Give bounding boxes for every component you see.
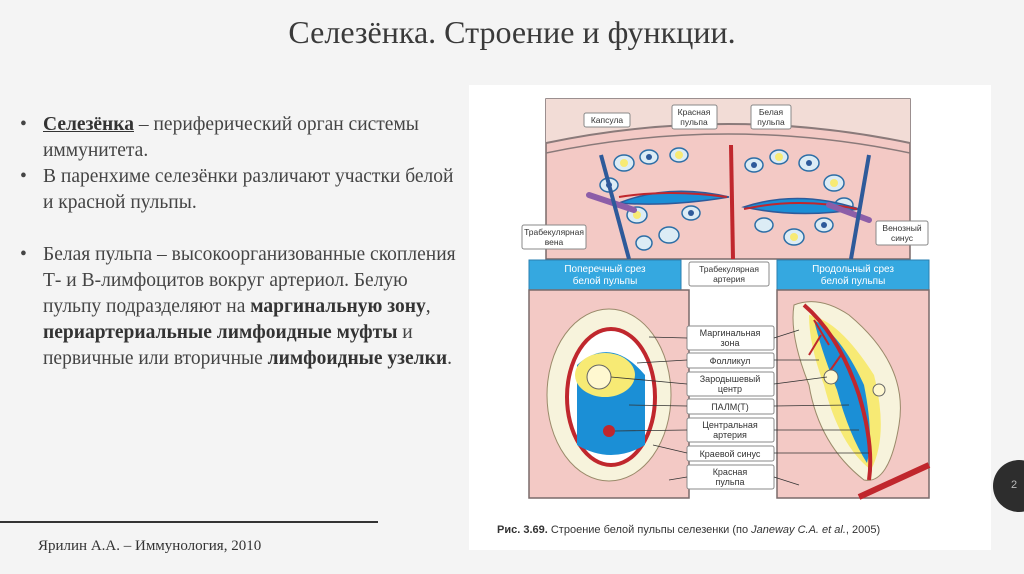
label-red-pulp-b2: пульпа [716,477,745,487]
label-marginal-zone-1: Маргинальная [700,328,761,338]
label-trabecular-artery-1: Трабекулярная [699,264,759,274]
footer-divider [0,521,378,523]
label-longitudinal-section-1: Продольный срез [812,264,894,275]
label-red-pulp-2: пульпа [680,117,708,127]
reference-text: Ярилин А.А. – Иммунология, 2010 [38,538,262,554]
term-palm: периартериальные лимфоидные муфты [43,322,398,343]
label-germinal-center-1: Зародышевый [700,374,760,384]
page-number: 2 [1011,479,1018,491]
label-follicle: Фолликул [710,356,751,366]
label-longitudinal-section-2: белой пульпы [821,275,886,287]
term-lymphoid-nodules: лимфоидные узелки [267,348,448,369]
label-capsule: Капсула [591,115,624,125]
label-white-pulp-1: Белая [759,107,784,117]
label-venous-sinus-2: синус [891,233,914,243]
label-red-pulp-b1: Красная [713,467,748,477]
label-white-pulp-2: пульпа [757,117,785,127]
bullet-parenchyma: В паренхиме селезёнки различают участки … [18,164,468,216]
label-central-artery-2: артерия [713,430,747,440]
label-venous-sinus-1: Венозный [882,223,921,233]
bullet-white-pulp: Белая пульпа – высокоорганизованные скоп… [18,242,468,372]
spleen-diagram: Капсула Красная пульпа Белая пульпа Траб… [521,98,931,500]
label-trabecular-artery-2: артерия [713,274,745,284]
label-marginal-sinus: Краевой синус [700,449,761,459]
label-palm: ПАЛМ(Т) [711,402,749,412]
label-germinal-center-2: центр [718,384,742,394]
label-trabecular-vein-2: вена [545,237,564,247]
longitudinal-section-drawing [792,301,931,500]
label-cross-section-1: Поперечный срез [564,264,646,275]
central-artery-top [729,144,735,259]
spleen-diagram-figure: Капсула Красная пульпа Белая пульпа Траб… [469,85,991,550]
label-cross-section-2: белой пульпы [573,275,638,287]
top-callouts: Капсула Красная пульпа Белая пульпа Траб… [521,104,929,287]
cross-section-header [528,259,682,291]
cross-section-drawing [546,308,672,482]
middle-labels: Маргинальная зона Фолликул Зародышевый ц… [686,325,775,490]
figure-caption: Рис. 3.69. Строение белой пульпы селезен… [497,524,881,536]
capsule-layer [546,99,910,143]
bullet-list: Селезёнка – периферический орган системы… [18,112,468,372]
bullet-spleen: Селезёнка – периферический орган системы… [18,112,468,164]
label-central-artery-1: Центральная [702,420,758,430]
page-number-badge: 2 [993,460,1024,512]
trabecular-vein [586,192,637,213]
label-marginal-zone-2: зона [720,338,739,348]
term-marginal-zone: маргинальную зону [250,296,426,317]
term-spleen: Селезёнка [43,114,134,135]
slide-title: Селезёнка. Строение и функции. [288,14,736,50]
label-red-pulp-1: Красная [678,107,711,117]
label-trabecular-vein-1: Трабекулярная [524,227,584,237]
leader-lines [610,329,869,486]
longitudinal-section-header [776,259,930,291]
